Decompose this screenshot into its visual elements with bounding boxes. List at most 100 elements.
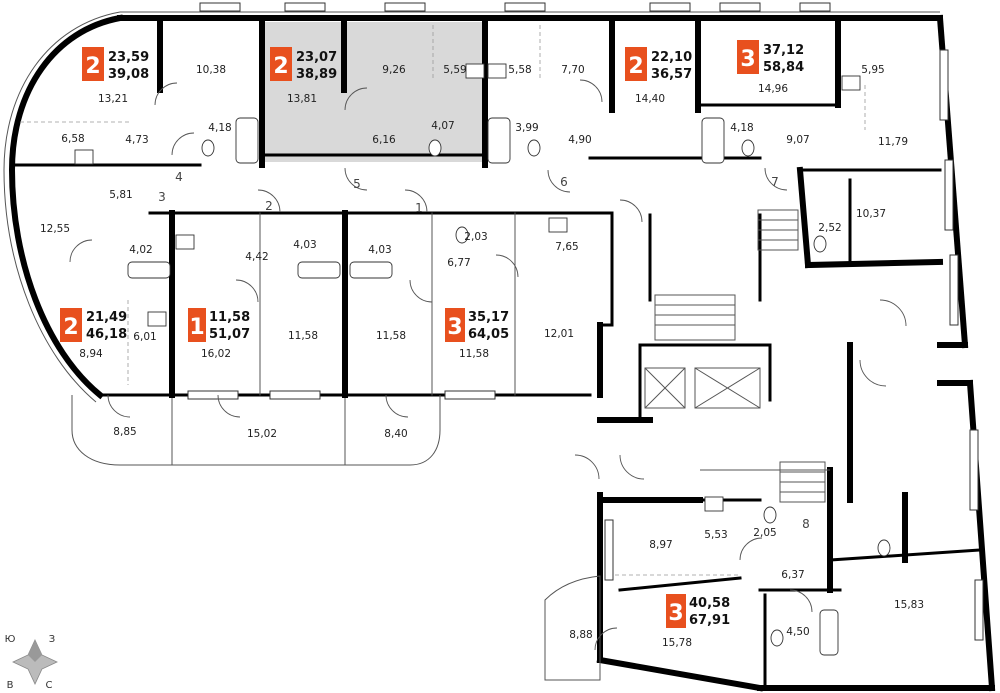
- apartment-badge: 3 37,12 58,84: [737, 40, 804, 75]
- badge-total-area: 58,84: [763, 60, 804, 75]
- room-area: 15,02: [247, 428, 277, 440]
- badge-living-area: 23,07: [296, 50, 337, 65]
- compass-south: Ю: [5, 634, 16, 645]
- badge-total-area: 36,57: [651, 67, 692, 82]
- room-area: 4,90: [568, 134, 591, 146]
- badge-rooms: 2: [273, 54, 288, 79]
- badge-rooms: 3: [447, 315, 462, 340]
- badge-total-area: 64,05: [468, 327, 509, 342]
- room-area: 11,58: [288, 330, 318, 342]
- badge-living-area: 40,58: [689, 596, 730, 611]
- badge-total-area: 38,89: [296, 67, 337, 82]
- room-area: 14,40: [635, 93, 665, 105]
- entrance-number: 6: [560, 175, 568, 189]
- apartment-badge: 2 21,49 46,18: [60, 308, 127, 342]
- room-area: 12,55: [40, 223, 70, 235]
- room-area: 4,02: [129, 244, 152, 256]
- room-area: 7,65: [555, 241, 578, 253]
- room-area: 8,88: [569, 629, 592, 641]
- room-area: 4,03: [293, 239, 316, 251]
- compass-west: З: [49, 634, 55, 645]
- room-area: 15,78: [662, 637, 692, 649]
- badge-rooms: 3: [668, 601, 683, 626]
- room-area: 5,81: [109, 189, 132, 201]
- room-area: 4,03: [368, 244, 391, 256]
- room-area: 4,50: [786, 626, 809, 638]
- apartment-badge: 2 23,07 38,89: [270, 47, 337, 82]
- entrance-number: 8: [802, 517, 810, 531]
- room-area: 4,18: [730, 122, 753, 134]
- room-area: 6,37: [781, 569, 804, 581]
- entrance-number: 4: [175, 170, 183, 184]
- badge-total-area: 46,18: [86, 327, 127, 342]
- entrance-number: 5: [353, 177, 361, 191]
- room-area: 13,81: [287, 93, 317, 105]
- room-area: 15,83: [894, 599, 924, 611]
- apartment-badge: 3 40,58 67,91: [666, 594, 730, 628]
- room-area: 16,02: [201, 348, 231, 360]
- badge-total-area: 39,08: [108, 67, 149, 82]
- room-area: 5,95: [861, 64, 884, 76]
- apartment-badge: 2 23,59 39,08: [82, 47, 149, 82]
- room-area: 11,79: [878, 136, 908, 148]
- entrance-numbers: 1 2 3 4 5 6 7 8: [158, 170, 810, 531]
- apartment-badge: 3 35,17 64,05: [445, 308, 509, 342]
- badge-rooms: 2: [85, 54, 100, 79]
- badge-living-area: 22,10: [651, 50, 692, 65]
- highlighted-apartment: [262, 22, 484, 162]
- room-area: 4,73: [125, 134, 148, 146]
- room-area: 4,42: [245, 251, 268, 263]
- apartment-badges: 2 23,59 39,08 2 23,07 38,89 2 22,10 36,5…: [60, 40, 804, 628]
- room-area: 8,94: [79, 348, 103, 360]
- room-area: 2,05: [753, 527, 776, 539]
- compass: Ю З В С: [5, 634, 58, 691]
- room-area: 6,01: [133, 331, 156, 343]
- room-area: 8,40: [384, 428, 407, 440]
- badge-living-area: 21,49: [86, 310, 127, 325]
- apartment-badge: 2 22,10 36,57: [625, 47, 692, 82]
- room-area: 12,01: [544, 328, 574, 340]
- badge-rooms: 1: [189, 315, 204, 340]
- room-area: 9,26: [382, 64, 406, 76]
- stairs-and-elevators: [644, 209, 826, 503]
- room-area: 6,58: [61, 133, 84, 145]
- room-area: 8,85: [113, 426, 136, 438]
- room-area: 10,37: [856, 208, 886, 220]
- room-area: 2,52: [818, 222, 841, 234]
- room-area: 5,59: [443, 64, 466, 76]
- compass-north: С: [46, 680, 53, 691]
- room-area: 10,38: [196, 64, 226, 76]
- room-area: 6,16: [372, 134, 396, 146]
- badge-living-area: 35,17: [468, 310, 509, 325]
- room-area: 11,58: [459, 348, 489, 360]
- zone-dividers: [20, 25, 866, 576]
- fixtures: [74, 63, 891, 656]
- room-area: 14,96: [758, 83, 788, 95]
- room-area: 11,58: [376, 330, 406, 342]
- room-area: 8,97: [649, 539, 672, 551]
- badge-living-area: 37,12: [763, 43, 804, 58]
- badge-living-area: 11,58: [209, 310, 250, 325]
- badge-living-area: 23,59: [108, 50, 149, 65]
- room-area: 5,53: [704, 529, 727, 541]
- apartment-badge: 1 11,58 51,07: [188, 308, 250, 342]
- room-area: 2,03: [464, 231, 487, 243]
- badge-rooms: 2: [63, 315, 78, 340]
- badge-total-area: 67,91: [689, 613, 730, 628]
- room-area: 9,07: [786, 134, 809, 146]
- room-area: 4,07: [431, 120, 454, 132]
- interior-walls: [10, 15, 982, 690]
- doors: [69, 79, 907, 651]
- badge-rooms: 2: [628, 54, 643, 79]
- room-area: 4,18: [208, 122, 231, 134]
- room-labels: 10,38 13,21 6,58 4,73 4,18 13,81 9,26 5,…: [40, 64, 924, 649]
- room-area: 6,77: [447, 257, 470, 269]
- entrance-number: 3: [158, 190, 166, 204]
- room-area: 5,58: [508, 64, 531, 76]
- badge-total-area: 51,07: [209, 327, 250, 342]
- compass-east: В: [7, 680, 14, 691]
- entrance-number: 2: [265, 199, 273, 213]
- badge-rooms: 3: [740, 47, 755, 72]
- room-area: 3,99: [515, 122, 538, 134]
